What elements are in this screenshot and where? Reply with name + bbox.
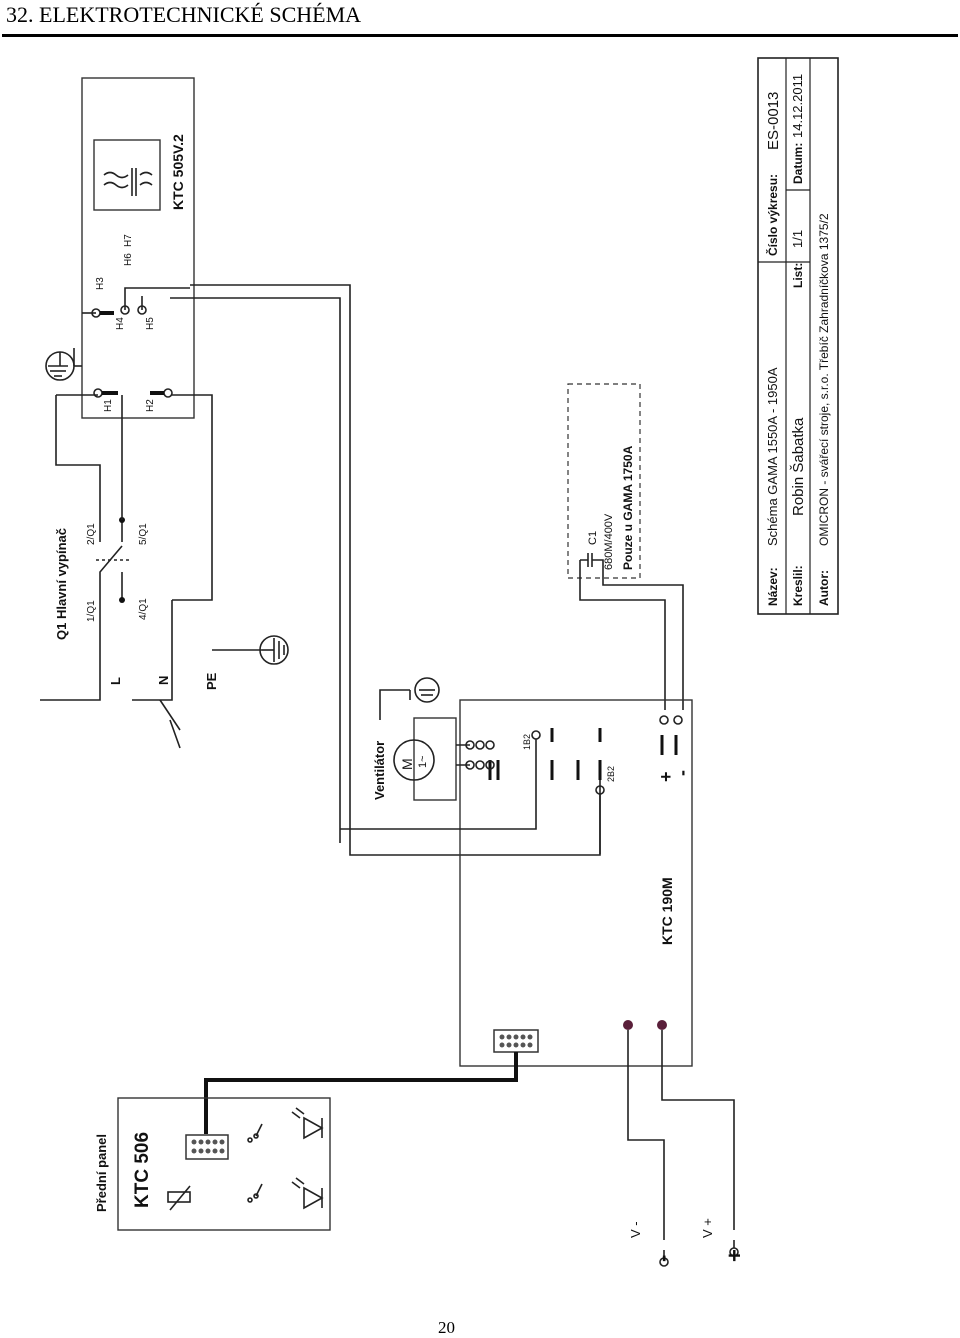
panel-ribbon-connector — [185, 1134, 229, 1160]
line-pe: PE — [204, 672, 219, 690]
capacitor-icon — [580, 553, 598, 567]
title-name-label: Název: — [766, 567, 780, 606]
title-author-label: Autor: — [817, 570, 831, 606]
page-number: 20 — [438, 1318, 455, 1337]
term-4q1: 4/Q1 — [138, 598, 149, 620]
term-5q1: 5/Q1 — [138, 523, 149, 545]
front-panel-box — [117, 1097, 331, 1231]
term-2q1: 2/Q1 — [86, 523, 97, 545]
motor-phase: 1~ — [417, 755, 429, 768]
output-plus-label: V + — [700, 1218, 715, 1238]
fan-connectors — [465, 715, 683, 795]
fan-block: Ventilátor M 1~ — [372, 677, 457, 801]
transformer-box — [81, 77, 195, 419]
output-minus-dot — [623, 1020, 633, 1030]
ground-icon-pe — [259, 635, 289, 665]
page-title: 32. ELEKTROTECHNICKÉ SCHÉMA — [6, 2, 362, 27]
tap-h6: H6 — [123, 253, 134, 266]
fan-box — [413, 717, 457, 801]
title-name-value: Schéma GAMA 1550A - 1950A — [765, 367, 780, 546]
connector-1b2: 1B2 — [522, 734, 532, 750]
title-drawing-value: ES-0013 — [765, 92, 782, 150]
output-plus-sign: + — [722, 1249, 747, 1262]
title-sheet-label: List: — [791, 263, 805, 288]
ground-icon — [45, 348, 82, 381]
output-minus-sign: - — [650, 1255, 675, 1262]
minus-terminal-label: - — [672, 770, 692, 776]
title-drawing-label: Číslo výkresu: — [765, 174, 780, 256]
fan-title: Ventilátor — [372, 741, 387, 800]
line-n: N — [156, 676, 171, 685]
switch-icon-1 — [247, 1123, 263, 1143]
capacitor-block: C1 680M/400V Pouze u GAMA 1750A — [567, 383, 684, 710]
tap-h5: H5 — [145, 317, 156, 330]
motor-icon — [393, 739, 435, 781]
potentiometer-icon — [167, 1185, 191, 1211]
main-switch: Q1 Hlavní vypínač 1/Q1 2/Q1 4/Q1 5/Q1 L … — [54, 517, 219, 690]
power-cable-icon — [159, 699, 181, 749]
transformer-name: KTC 505V.2 — [170, 134, 186, 210]
line-l: L — [108, 677, 123, 685]
title-drawn-label: Kreslil: — [791, 565, 805, 606]
title-block-frame — [757, 57, 839, 615]
tap-h1: H1 — [103, 399, 114, 412]
title-sheet-value: 1/1 — [790, 230, 805, 248]
capacitor-box — [567, 383, 641, 579]
plus-terminal-label: + — [656, 771, 676, 782]
capacitor-value: 680M/400V — [603, 513, 615, 570]
power-module-name: KTC 190M — [659, 877, 675, 945]
title-rule — [2, 34, 958, 37]
transformer-block: KTC 505V.2 H3 H6 H7 H4 H5 H1 H2 — [81, 77, 195, 419]
front-panel: Přední panel KTC 506 — [94, 1097, 331, 1231]
led-icon-1 — [291, 1107, 324, 1140]
title-drawn-value: Robin Šabatka — [790, 417, 807, 516]
panel-ribbon-pins — [191, 1139, 225, 1154]
terminal-bars — [488, 728, 678, 780]
transformer-symbol-box — [93, 139, 161, 211]
tap-h4: H4 — [115, 317, 126, 330]
motor-label: M — [399, 758, 415, 770]
led-icon-2 — [291, 1177, 324, 1210]
title-date-value: 14.12.2011 — [790, 74, 805, 138]
capacitor-note: Pouze u GAMA 1750A — [621, 445, 635, 570]
power-module: KTC 190M 1B2 2B2 + - — [340, 699, 693, 1067]
ribbon-cable — [204, 1052, 518, 1134]
term-1q1: 1/Q1 — [86, 600, 97, 622]
tap-h2: H2 — [145, 399, 156, 412]
switch-contacts — [99, 520, 123, 600]
mains-wiring — [40, 284, 601, 856]
switch-title: Q1 Hlavní vypínač — [54, 528, 69, 640]
ribbon-connector — [493, 1029, 539, 1053]
title-author-value: OMICRON - svářecí stroje, s.r.o. Třebíč … — [817, 213, 831, 546]
front-panel-title: Přední panel — [94, 1134, 109, 1212]
title-block: Název: Schéma GAMA 1550A - 1950A Číslo v… — [757, 57, 839, 615]
output-leads — [627, 1030, 739, 1267]
connector-2b2: 2B2 — [606, 766, 616, 782]
switch-icon-2 — [247, 1183, 263, 1203]
title-date-label: Datum: — [791, 143, 805, 184]
transformer-coil-icon — [103, 168, 153, 196]
tap-connectors — [82, 296, 173, 398]
fan-ground-icon — [414, 677, 440, 703]
capacitor-ref: C1 — [587, 531, 599, 545]
output-minus-label: V - — [628, 1221, 643, 1238]
power-module-box — [459, 699, 693, 1067]
tap-h7: H7 — [123, 234, 134, 247]
front-panel-name: KTC 506 — [132, 1132, 153, 1208]
ribbon-pins — [499, 1034, 533, 1048]
output-plus-dot — [657, 1020, 667, 1030]
tap-h3: H3 — [95, 277, 106, 290]
